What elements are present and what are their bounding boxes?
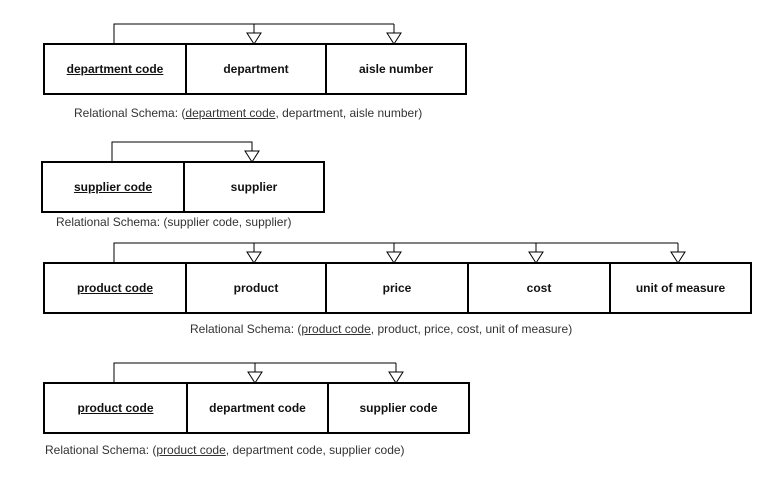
attribute-department-code: department code [186,384,327,432]
attribute-unit-of-measure: unit of measure [609,264,750,312]
attribute-product-code: product code [77,401,154,415]
schema-rest: , department, aisle number) [275,106,423,120]
supplier-table: supplier code supplier [41,161,325,213]
attribute-supplier-code: supplier code [327,384,468,432]
attribute-aisle-number: aisle number [325,45,465,93]
attribute-department: department [185,45,325,93]
attribute-price: price [325,264,467,312]
product-schema: Relational Schema: (product code, produc… [190,322,572,336]
schema-prefix: Relational Schema: (supplier code, suppl… [56,215,292,229]
supplier-schema: Relational Schema: (supplier code, suppl… [56,215,291,229]
attribute-product: product [185,264,325,312]
schema-rest: , department code, supplier code) [225,443,405,457]
schema-prefix: Relational Schema: ( [74,106,186,120]
schema-prefix: Relational Schema: ( [45,443,157,457]
schema-prefix: Relational Schema: ( [190,322,302,336]
attribute-supplier: supplier [183,163,323,211]
department-schema: Relational Schema: (department code, dep… [74,106,422,120]
product-table: product code product price cost unit of … [43,262,752,314]
attribute-department-code: department code [66,62,164,76]
dependency-arrows-supplier [111,141,260,163]
schema-primary-key: product code [301,322,371,336]
schema-rest: , product, price, cost, unit of measure) [370,322,573,336]
attribute-product-code: product code [76,281,153,295]
product-department-supplier-table: product code department code supplier co… [43,382,470,434]
dependency-arrows-product-link [113,362,404,384]
attribute-cost: cost [467,264,609,312]
department-table: department code department aisle number [43,43,467,95]
product-department-supplier-schema: Relational Schema: (product code, depart… [45,443,405,457]
schema-primary-key: department code [185,106,276,120]
dependency-arrows-department [113,23,402,45]
dependency-arrows-product [113,242,686,264]
schema-primary-key: product code [156,443,226,457]
attribute-supplier-code: supplier code [73,180,153,194]
